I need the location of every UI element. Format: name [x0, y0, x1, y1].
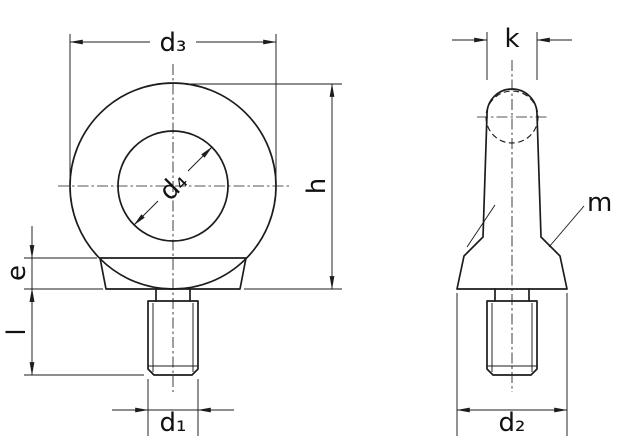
label-m: m [587, 188, 612, 218]
extension-lines [69, 34, 277, 178]
shank-neck [494, 288, 530, 302]
dim-d3: d₃ [69, 28, 277, 178]
collar-outline [99, 257, 247, 290]
side-view-centerlines [477, 60, 548, 392]
thread-outline [486, 300, 538, 376]
extension-lines [147, 379, 199, 436]
front-shank [147, 288, 199, 376]
label-d2: d₂ [499, 408, 526, 438]
side-view: k m d₂ [452, 24, 612, 438]
extension-lines [184, 83, 342, 290]
thread-root-lines [487, 303, 537, 372]
label-d1: d₁ [160, 408, 187, 438]
dimension-line [187, 146, 213, 172]
ring-inner-circle [117, 130, 229, 242]
label-d4: d₄ [154, 167, 194, 207]
dim-d1: d₁ [112, 379, 234, 438]
label-e: e [2, 265, 32, 281]
front-view-centerlines [58, 64, 290, 392]
thread-outline [147, 300, 199, 376]
side-shank [486, 288, 538, 376]
thread-root-lines [148, 303, 198, 372]
shank-neck [155, 288, 191, 302]
dim-k: k [452, 24, 572, 80]
dim-l: l [2, 288, 144, 376]
dim-e: e [2, 226, 103, 321]
leader-line [548, 205, 585, 248]
leader-m: m [548, 188, 612, 248]
dim-d2: d₂ [456, 293, 568, 438]
collar-chamfer-line [466, 204, 496, 248]
hidden-hole-circle [485, 90, 539, 144]
label-l: l [2, 328, 32, 335]
label-h: h [302, 178, 332, 194]
dimension-line [133, 200, 159, 226]
label-k: k [504, 24, 519, 54]
label-d3: d₃ [160, 28, 187, 58]
front-view: d₃ d₄ h e [2, 28, 342, 438]
extension-lines [24, 257, 103, 290]
dim-h: h [184, 83, 342, 290]
